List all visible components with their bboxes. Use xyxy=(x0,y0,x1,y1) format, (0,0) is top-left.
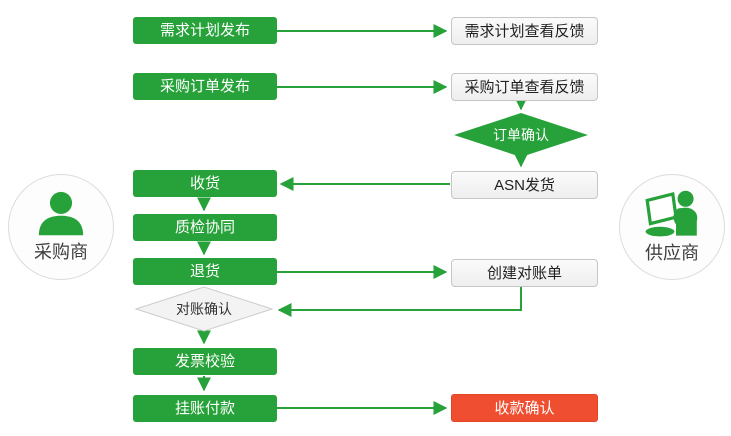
node-receive-goods: 收货 xyxy=(133,170,277,197)
supplier-person-at-computer-icon xyxy=(645,190,698,236)
statement-confirm-diamond-shape xyxy=(134,286,274,332)
buyer-person-icon xyxy=(38,191,84,235)
node-create-statement: 创建对账单 xyxy=(451,259,598,287)
actor-buyer-label: 采购商 xyxy=(34,241,88,262)
node-return-goods: 退货 xyxy=(133,258,277,285)
node-po-feedback: 采购订单查看反馈 xyxy=(451,73,598,101)
actor-buyer: 采购商 xyxy=(8,174,114,280)
node-payment-on-account: 挂账付款 xyxy=(133,395,277,422)
node-po-publish: 采购订单发布 xyxy=(133,73,277,100)
node-payment-receipt-confirmation: 收款确认 xyxy=(451,394,598,422)
edge-statement-to-confirm xyxy=(277,286,522,317)
actor-supplier-label: 供应商 xyxy=(645,242,699,263)
node-demand-plan-feedback: 需求计划查看反馈 xyxy=(451,17,598,45)
order-confirm-diamond-shape xyxy=(454,113,588,157)
node-asn-shipping: ASN发货 xyxy=(451,171,598,199)
node-quality-collaboration: 质检协同 xyxy=(133,214,277,241)
node-invoice-verification: 发票校验 xyxy=(133,348,277,375)
actor-supplier: 供应商 xyxy=(619,174,725,280)
node-demand-plan-publish: 需求计划发布 xyxy=(133,17,277,44)
